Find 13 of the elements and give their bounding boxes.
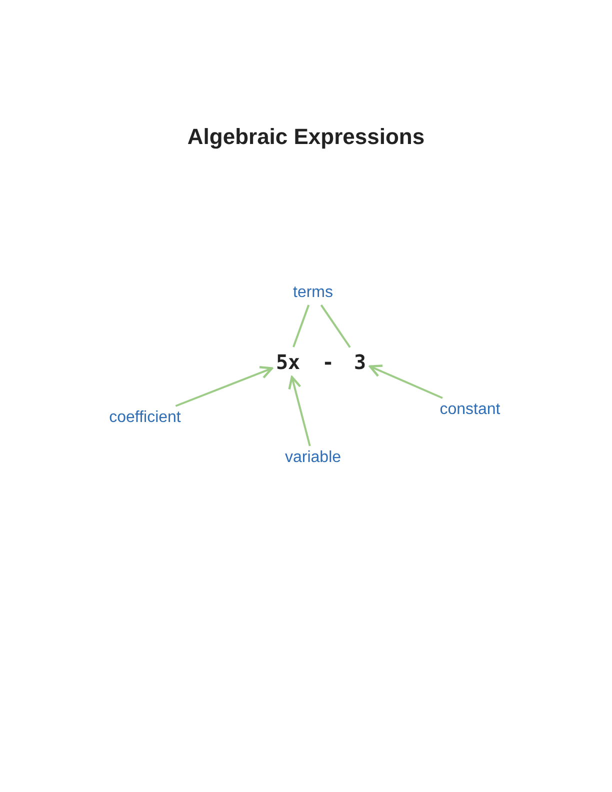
expression-term: 5x <box>274 349 302 375</box>
minus-sign: - <box>322 350 334 374</box>
arrow <box>368 364 443 399</box>
term-label: constant <box>438 400 502 420</box>
title: Algebraic Expressions <box>186 124 426 150</box>
term-label: variable <box>282 448 344 468</box>
arrow <box>288 376 311 446</box>
expression-term: 3 <box>352 349 368 375</box>
term-label: terms <box>291 283 335 303</box>
connector-line <box>292 304 310 348</box>
connector-line <box>320 304 351 348</box>
arrow <box>175 366 274 407</box>
term-label: coefficient <box>107 408 183 428</box>
